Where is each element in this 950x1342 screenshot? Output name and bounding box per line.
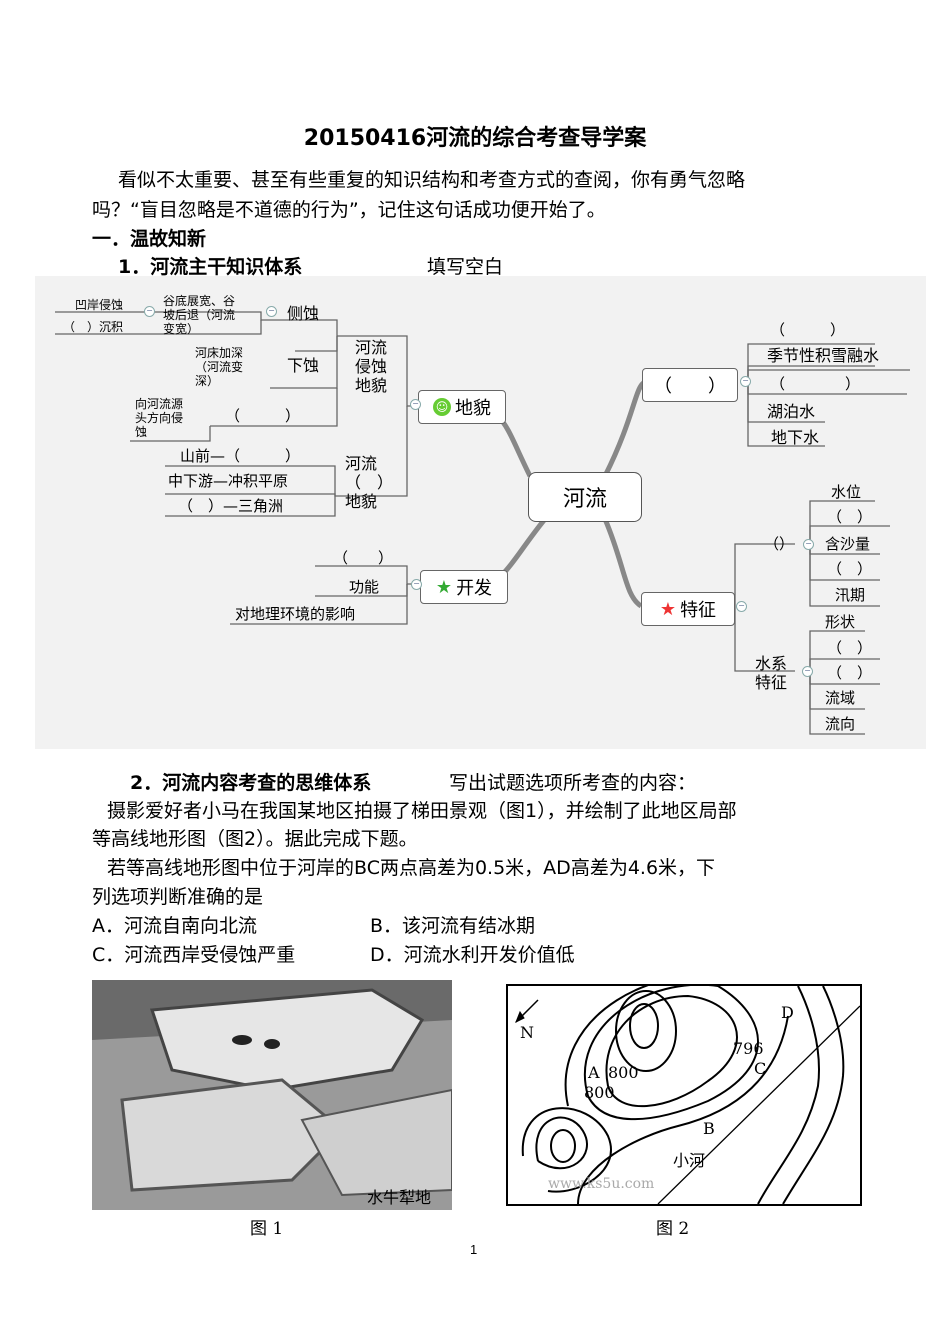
contour-value-3: 796 xyxy=(733,1039,764,1058)
node-develop: ★ 开发 xyxy=(420,570,508,604)
option-c[interactable]: C．河流西岸受侵蚀严重 xyxy=(92,944,296,966)
node-landform-label: 地貌 xyxy=(455,398,491,419)
node-sup-a: （ ） xyxy=(770,321,846,339)
node-dev-b: 功能 xyxy=(349,578,380,596)
center-node-river: 河流 xyxy=(528,472,642,522)
subheading-1-note: 填写空白 xyxy=(427,256,504,278)
watermark: www.ks5u.com xyxy=(548,1176,654,1192)
node-deposition: 河流 （ ） 地貌 xyxy=(345,454,394,511)
map-label-b: B xyxy=(703,1119,715,1138)
collapse-icon[interactable]: − xyxy=(736,601,747,612)
node-dev-c: 对地理环境的影响 xyxy=(235,605,356,623)
option-a[interactable]: A．河流自南向北流 xyxy=(92,915,257,937)
smile-icon: ☺ xyxy=(433,398,451,416)
terrace-photo-drawing xyxy=(92,980,452,1210)
mind-map: 河流 ☺ 地貌 ★ 开发 ★ 特征 （ ） 河流 侵蚀 地貌 侧蚀 下蚀 凹岸侵… xyxy=(35,276,926,749)
collapse-icon[interactable]: − xyxy=(144,306,155,317)
contour-lines: N A B C D 800 800 796 小河 www.ks5u.com xyxy=(515,986,860,1204)
node-dep-b: 中下游—冲积平原 xyxy=(168,472,289,490)
intro-line-1: 看似不太重要、甚至有些重复的知识结构和考查方式的查阅，你有勇气忽略 xyxy=(118,169,746,191)
node-develop-label: 开发 xyxy=(456,578,493,599)
node-hy-c: 含沙量 xyxy=(825,535,871,553)
node-lateral-a: 凹岸侵蚀 xyxy=(75,298,124,312)
star-icon-green: ★ xyxy=(435,576,453,598)
node-sup-c: （ ） xyxy=(770,375,861,393)
node-sy-c: （ ） xyxy=(827,664,873,682)
node-hy-b: （ ） xyxy=(827,508,873,526)
map-label-c: C xyxy=(754,1059,766,1078)
figure-1-caption: 图 1 xyxy=(250,1219,284,1239)
node-sup-e: 地下水 xyxy=(771,428,820,447)
node-sy-b: （ ） xyxy=(827,639,873,657)
section-heading: 一．温故知新 xyxy=(92,228,207,250)
subheading-1: 1．河流主干知识体系 xyxy=(118,256,303,278)
page-title: 20150416河流的综合考查导学案 xyxy=(303,126,647,151)
node-lateral-desc: 谷底展宽、谷 坡后退（河流 变宽） xyxy=(163,294,236,336)
map-label-a: A xyxy=(587,1063,600,1082)
option-b[interactable]: B．该河流有结冰期 xyxy=(370,915,536,937)
node-supply: （ ） xyxy=(642,368,738,402)
collapse-icon[interactable]: − xyxy=(410,399,421,410)
map-label-north: N xyxy=(520,1023,534,1042)
contour-value-1: 800 xyxy=(608,1063,639,1082)
figure-2-caption: 图 2 xyxy=(656,1219,690,1239)
node-sup-b: 季节性积雪融水 xyxy=(767,346,880,365)
node-hy-a: 水位 xyxy=(831,483,862,501)
node-feature: ★ 特征 xyxy=(641,592,735,626)
node-sy-a: 形状 xyxy=(825,613,856,631)
collapse-icon[interactable]: − xyxy=(802,666,813,677)
node-head-blank: （ ） xyxy=(225,407,301,425)
question-stem-2b: 列选项判断准确的是 xyxy=(92,886,264,908)
collapse-icon[interactable]: − xyxy=(740,376,751,387)
subheading-2-note: 写出试题选项所考查的内容： xyxy=(449,772,697,794)
node-lateral: 侧蚀 xyxy=(287,304,320,323)
node-landform: ☺ 地貌 xyxy=(418,390,506,424)
node-dev-a: （ ） xyxy=(333,549,394,567)
node-dep-c: （ ）—三角洲 xyxy=(178,497,284,515)
node-down-desc: 河床加深 （河流变 深） xyxy=(195,346,244,388)
star-icon-red: ★ xyxy=(659,598,677,620)
option-d[interactable]: D．河流水利开发价值低 xyxy=(370,944,575,966)
question-stem-1b: 等高线地形图（图2）。据此完成下题。 xyxy=(92,828,418,850)
terrace-photo: 水牛犁地 xyxy=(92,980,452,1210)
river-label: 小河 xyxy=(673,1151,705,1170)
contour-value-2: 800 xyxy=(584,1083,615,1102)
photo-label: 水牛犁地 xyxy=(367,1188,432,1207)
node-erosion: 河流 侵蚀 地貌 xyxy=(355,338,388,395)
question-stem-1a: 摄影爱好者小马在我国某地区拍摄了梯田景观（图1），并绘制了此地区局部 xyxy=(107,800,737,822)
node-sup-d: 湖泊水 xyxy=(767,402,816,421)
collapse-icon[interactable]: − xyxy=(266,306,277,317)
intro-line-2: 吗？“盲目忽略是不道德的行为”，记住这句话成功便开始了。 xyxy=(92,199,606,221)
node-sy-e: 流向 xyxy=(825,715,856,733)
node-system: 水系 特征 xyxy=(755,654,788,692)
map-label-d: D xyxy=(781,1003,794,1022)
node-sy-d: 流域 xyxy=(825,689,856,707)
node-head-desc: 向河流源 头方向侵 蚀 xyxy=(135,397,184,439)
collapse-icon[interactable]: − xyxy=(803,539,814,550)
node-feature-label: 特征 xyxy=(680,600,717,621)
node-downcut: 下蚀 xyxy=(287,356,320,375)
subheading-2: 2．河流内容考查的思维体系 xyxy=(130,772,372,794)
node-dep-a: 山前—（ ） xyxy=(180,447,301,465)
node-hydro: （） xyxy=(764,535,795,553)
node-hy-d: （ ） xyxy=(827,560,873,578)
contour-map: N A B C D 800 800 796 小河 www.ks5u.com xyxy=(506,984,862,1206)
question-stem-2a: 若等高线地形图中位于河岸的BC两点高差为0.5米，AD高差为4.6米，下 xyxy=(107,857,716,879)
collapse-icon[interactable]: − xyxy=(411,579,422,590)
page-number: 1 xyxy=(470,1242,478,1257)
node-hy-e: 汛期 xyxy=(835,586,866,604)
node-lateral-b: （ ）沉积 xyxy=(63,320,124,334)
